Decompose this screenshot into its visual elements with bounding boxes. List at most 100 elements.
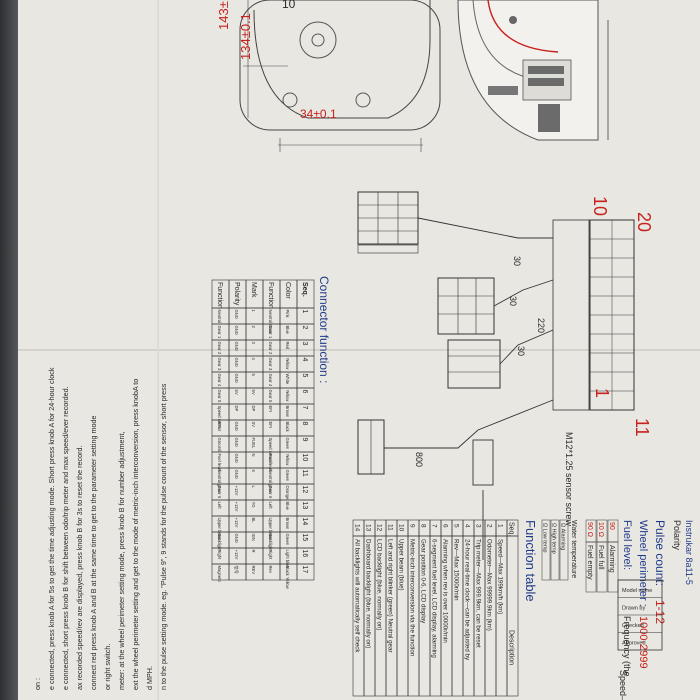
connector-cell: Neutral Gear <box>268 310 273 335</box>
function-row-text: Trip meter—Max 999.9km, can be reset <box>475 539 482 648</box>
table-cell <box>440 519 453 537</box>
table-cell <box>352 535 365 697</box>
function-row-seq: 5 <box>453 524 460 528</box>
connector-cell: Gear 1 <box>268 326 273 339</box>
function-table-header-seq: Seq. <box>508 522 515 536</box>
connector-cell: Gear 5 <box>268 390 273 403</box>
connector-cell: 16 <box>301 550 308 558</box>
connector-cell: Upper beam <box>217 518 222 542</box>
connector-cell: Backlight <box>268 534 273 552</box>
dimension-bottom-label: 34±0.1 <box>300 107 337 121</box>
function-row-seq: 8 <box>420 524 427 528</box>
connector-cell: Speed sensor <box>217 406 222 432</box>
title-block-row: Model name <box>622 588 652 594</box>
function-row-seq: 7 <box>431 524 438 528</box>
table-cell <box>429 519 442 537</box>
connector-cell: Magneto <box>217 566 222 583</box>
connector-cell: GND <box>234 326 239 335</box>
instruction-line: ax recorded speed/rev are displayed, pre… <box>75 445 84 690</box>
water-temp-label: Water temperature <box>570 520 577 578</box>
connector-cell: Gear 3 <box>268 358 273 371</box>
connector-cell: Green <box>285 470 290 482</box>
table-cell <box>550 519 560 581</box>
connector-cell: 5V <box>234 390 239 395</box>
connector-cell: Left <box>217 502 222 510</box>
connector-cell: 5 <box>301 374 308 378</box>
connector-cell: Brown <box>285 406 290 419</box>
wiring-diagram-sheet: on :e connected, press knob A for 5s to … <box>18 0 700 700</box>
connector-cell: GND <box>234 342 239 351</box>
function-row-seq: 14 <box>354 524 361 532</box>
connector-cell: GND <box>234 310 239 319</box>
function-row-text: LCD backlight (blue, normally on) <box>376 539 383 630</box>
model-label: Instrukar 8a11-5 <box>684 520 694 585</box>
connector-cell: Right <box>217 550 222 561</box>
function-row-seq: 10 <box>398 524 405 532</box>
function-row-seq: 3 <box>475 524 482 528</box>
fuel-level-desc: Fuel empty <box>586 545 593 580</box>
connector-function-title: Connector function : <box>317 276 331 383</box>
table-cell <box>506 535 519 697</box>
connector-cell: 3 <box>301 342 308 346</box>
connector-cell: 3 <box>251 342 256 345</box>
instruction-line: e connected, press knob A for 5s to get … <box>47 367 56 690</box>
pulse-count-label: Pulse count: <box>653 520 667 586</box>
connector-cell: EFI <box>268 422 273 429</box>
table-cell <box>451 519 464 537</box>
connector-cell: +12V <box>234 502 239 512</box>
instruction-line: meter: at the wheel perimeter setting mo… <box>117 432 126 690</box>
connector-cell: 2 <box>251 326 256 329</box>
connector-cell: GND <box>234 358 239 367</box>
connector-cell: Gear 2 <box>268 342 273 355</box>
wire-label-30-a: 30 <box>512 256 522 266</box>
connector-cell: Speed sensor <box>268 438 273 464</box>
instruction-line: ext the wheel perimeter setting and get … <box>131 379 140 690</box>
connector-cell: SV <box>251 422 256 428</box>
connector-cell: Light blue <box>285 550 290 569</box>
connector-cell: Red <box>285 342 290 350</box>
table-cell <box>407 519 420 537</box>
connector-cell: Green <box>285 438 290 450</box>
connector-cell: EFI <box>268 406 273 413</box>
fuel-level-desc: Fuel full <box>597 545 604 570</box>
connector-cell: Fuel level <box>217 454 222 472</box>
connector-cell: 7 <box>301 406 308 410</box>
connector-cell: GND <box>234 454 239 463</box>
main-connector <box>552 219 635 411</box>
connector-cell: 10 <box>301 454 308 462</box>
table-cell <box>211 563 230 581</box>
sensor-screw-label: M12*1.25 sensor screw <box>564 432 574 527</box>
connector-20-label: 20 <box>634 212 654 232</box>
connector-cell: 5 <box>251 374 256 377</box>
connector-cell: Gear 6 <box>217 486 222 499</box>
connector-cell: Gear 6 <box>268 486 273 499</box>
function-row-text: Alarming when rev is over 10000r/min <box>442 539 449 643</box>
connector-cell: DP <box>234 406 239 412</box>
function-row-text: 6-segment fuel level, LCD display, alarm… <box>431 539 438 658</box>
function-row-text: Odometer—Max 99999.9km (km) <box>486 539 493 631</box>
connector-cell: Pink <box>285 310 290 319</box>
connector-cell: DP <box>251 406 256 412</box>
function-row-text: Rev—Max 15000r/min <box>453 539 460 601</box>
connector-cell: Yellow <box>285 358 290 371</box>
wheel-perimeter-value: 1000-2999 <box>637 616 649 669</box>
connector-cell: 12 <box>301 486 308 494</box>
fuel-level-label: Fuel level: <box>621 520 633 570</box>
function-table-header-desc: Description <box>508 630 515 665</box>
connector-cell: Neutral gear <box>217 470 222 494</box>
gauge-face-drawing <box>457 0 609 141</box>
connector-cell: Gear 1 <box>217 326 222 339</box>
connector-cell: Blue <box>285 502 290 511</box>
connector-cell: 信号 <box>233 566 240 574</box>
function-row-text: Speed—Max 199km/h (km) <box>497 539 504 614</box>
connector-cell: Black Yellow <box>285 566 290 590</box>
title-block-row: Approved <box>622 641 646 647</box>
connector-cell: 1 <box>251 310 256 313</box>
connector-cell: FUEL <box>251 438 256 449</box>
paper-sheet: on :e connected, press knob A for 5s to … <box>18 0 700 700</box>
function-table-title: Function table <box>523 520 538 602</box>
table-cell <box>559 519 569 581</box>
function-row-seq: 1 <box>497 524 504 528</box>
water-temp-row: Ω High temp <box>551 523 557 554</box>
